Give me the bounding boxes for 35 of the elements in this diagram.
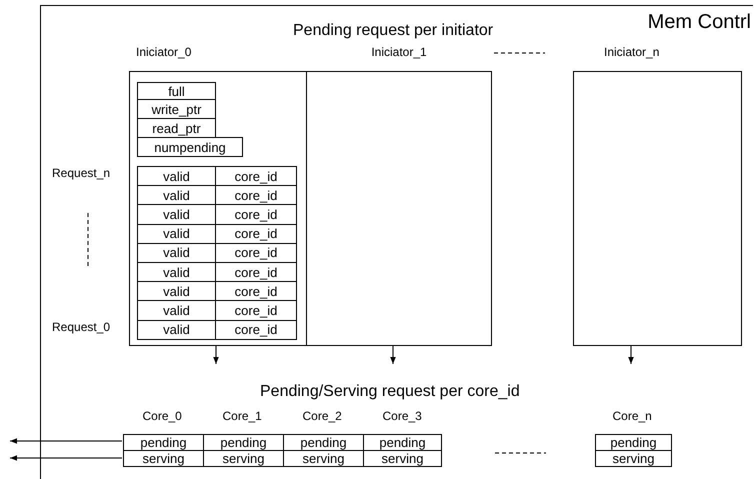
table-cell: numpending (137, 137, 243, 157)
table-cell: read_ptr (137, 118, 216, 138)
table-cell: write_ptr (137, 99, 216, 119)
column-heading: Iniciator_1 (370, 46, 428, 58)
table-cell: valid (137, 166, 216, 186)
table-cell: serving (123, 450, 204, 467)
section-title: Pending/Serving request per core_id (260, 383, 520, 401)
column-heading: Core_2 (302, 409, 342, 423)
arrow (628, 344, 634, 364)
controller-frame (40, 5, 753, 479)
arrow (10, 438, 122, 444)
table-cell: serving (595, 450, 672, 467)
section-title: Pending request per initiator (293, 22, 494, 40)
arrow (10, 455, 122, 461)
table-cell: pending (123, 434, 204, 451)
table-cell: pending (595, 434, 672, 451)
table-cell: core_id (215, 166, 297, 186)
table-cell: core_id (215, 320, 297, 340)
row-label: Request_n (52, 166, 110, 180)
row-label: Request_0 (52, 320, 110, 334)
table-cell: full (137, 82, 216, 100)
column-heading: Core_3 (382, 409, 422, 423)
table-cell: pending (203, 434, 284, 451)
column-heading: Core_0 (142, 409, 182, 423)
table-cell: serving (363, 450, 442, 467)
block-title: Mem Contrl (648, 12, 751, 32)
table-cell: pending (363, 434, 442, 451)
column-heading: Iniciator_n (604, 46, 660, 58)
column-heading: Core_n (612, 409, 652, 423)
arrow (390, 344, 396, 364)
arrow (213, 344, 219, 364)
table-cell: valid (137, 320, 216, 340)
column-heading: Core_1 (222, 409, 262, 423)
column-heading: Iniciator_0 (136, 46, 192, 58)
table-cell: pending (283, 434, 364, 451)
